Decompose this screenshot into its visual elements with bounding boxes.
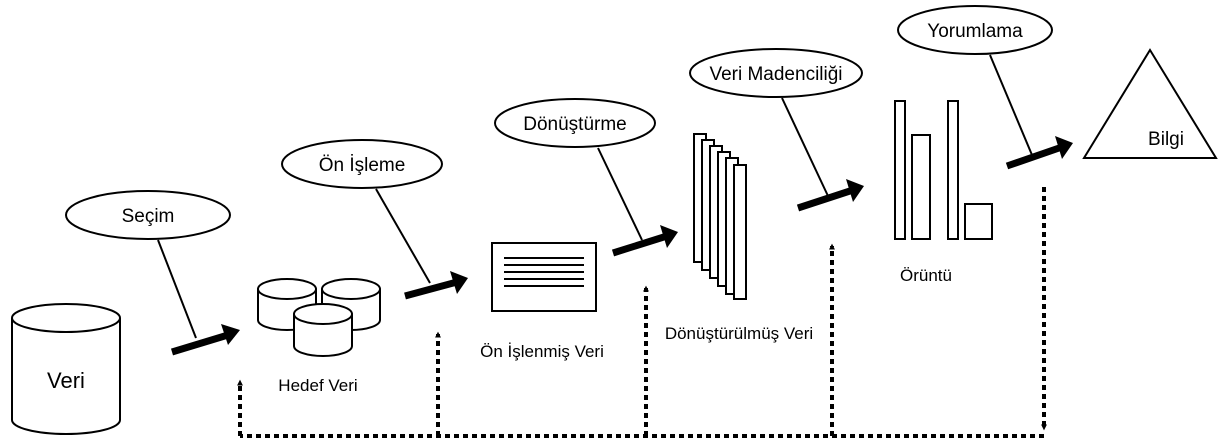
pattern-label: Örüntü — [900, 266, 952, 285]
interpretation-arrow — [1005, 143, 1064, 170]
knowledge-label: Bilgi — [1148, 129, 1184, 150]
feedback-loop — [237, 187, 1047, 438]
target-data-cylinders — [257, 278, 381, 357]
transformation-arrow — [611, 232, 669, 257]
preprocessing-arrow — [404, 278, 458, 300]
preprocessing-step: Ön İşleme — [281, 139, 468, 300]
transformation-label: Dönüştürme — [523, 114, 627, 135]
transformed-data-sheets — [693, 133, 747, 300]
preprocessing-label: Ön İşleme — [319, 155, 406, 176]
data-cylinder: Veri — [11, 303, 121, 435]
selection-label: Seçim — [122, 206, 175, 227]
data-mining-arrow — [796, 186, 855, 212]
transformation-step: Dönüştürme — [494, 98, 678, 257]
preprocessed-data-document — [491, 242, 597, 312]
transformed-data-label: Dönüştürülmüş Veri — [665, 324, 813, 343]
data-mining-label: Veri Madenciliği — [709, 64, 842, 85]
interpretation-step: Yorumlama — [897, 5, 1073, 170]
data-label: Veri — [47, 368, 85, 393]
interpretation-label: Yorumlama — [927, 21, 1023, 42]
target-data-label: Hedef Veri — [278, 376, 357, 395]
preprocessed-data-label: Ön İşlenmiş Veri — [480, 342, 604, 361]
selection-step: Seçim — [65, 190, 240, 356]
data-mining-step: Veri Madenciliği — [689, 48, 864, 212]
knowledge-triangle: Bilgi — [1082, 48, 1218, 159]
selection-arrow — [170, 331, 230, 356]
pattern-bars — [894, 100, 993, 240]
